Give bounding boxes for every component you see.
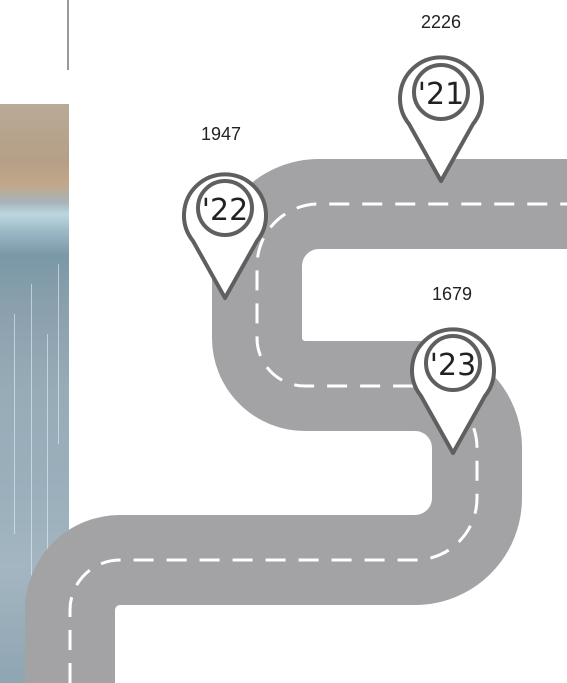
pin-year-label: '22 <box>202 193 248 228</box>
milestone-value-21: 2226 <box>401 12 481 33</box>
milestone-value-22: 1947 <box>181 124 261 145</box>
road <box>70 204 567 683</box>
pin-year-label: '21 <box>418 77 464 112</box>
milestone-value-23: 1679 <box>412 284 492 305</box>
pin-year-label: '23 <box>430 348 476 383</box>
